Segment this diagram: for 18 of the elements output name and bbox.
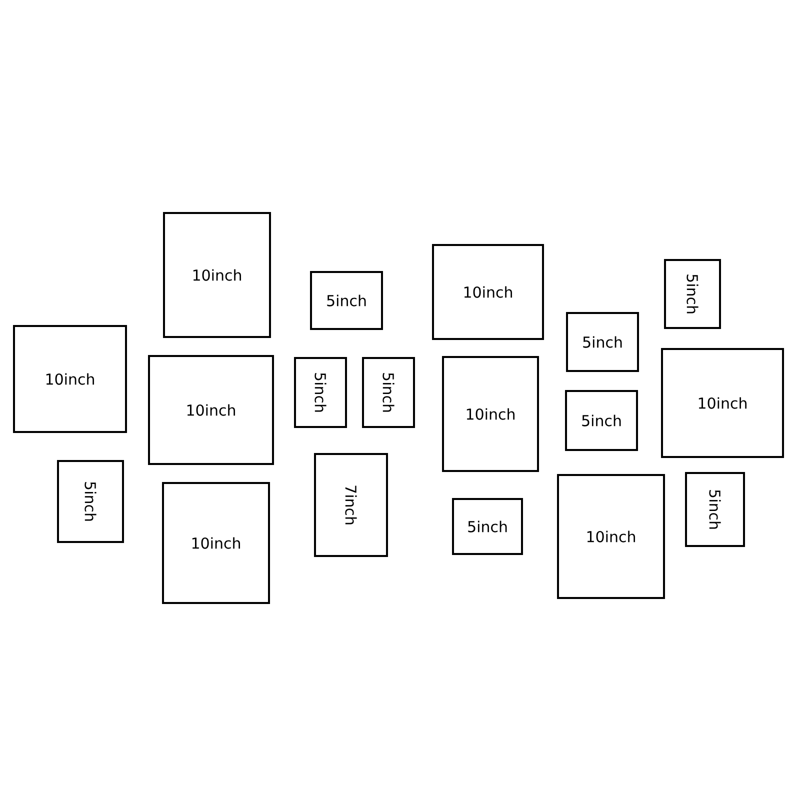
picture-frame: 5inch <box>310 271 383 330</box>
picture-frame: 10inch <box>557 474 665 599</box>
picture-frame: 5inch <box>362 357 415 428</box>
picture-frame: 5inch <box>57 460 124 543</box>
picture-frame: 5inch <box>452 498 523 555</box>
picture-frame: 5inch <box>685 472 745 547</box>
picture-frame: 10inch <box>432 244 544 340</box>
picture-frame: 5inch <box>566 312 639 372</box>
picture-frame: 10inch <box>661 348 784 458</box>
picture-frame: 10inch <box>162 482 270 604</box>
picture-frame: 10inch <box>13 325 127 433</box>
picture-frame: 7inch <box>314 453 388 557</box>
picture-frame: 5inch <box>565 390 638 451</box>
picture-frame: 10inch <box>148 355 274 465</box>
picture-frame: 10inch <box>163 212 271 338</box>
picture-frame: 5inch <box>664 259 721 329</box>
picture-frame: 10inch <box>442 356 539 472</box>
picture-frame: 5inch <box>294 357 347 428</box>
